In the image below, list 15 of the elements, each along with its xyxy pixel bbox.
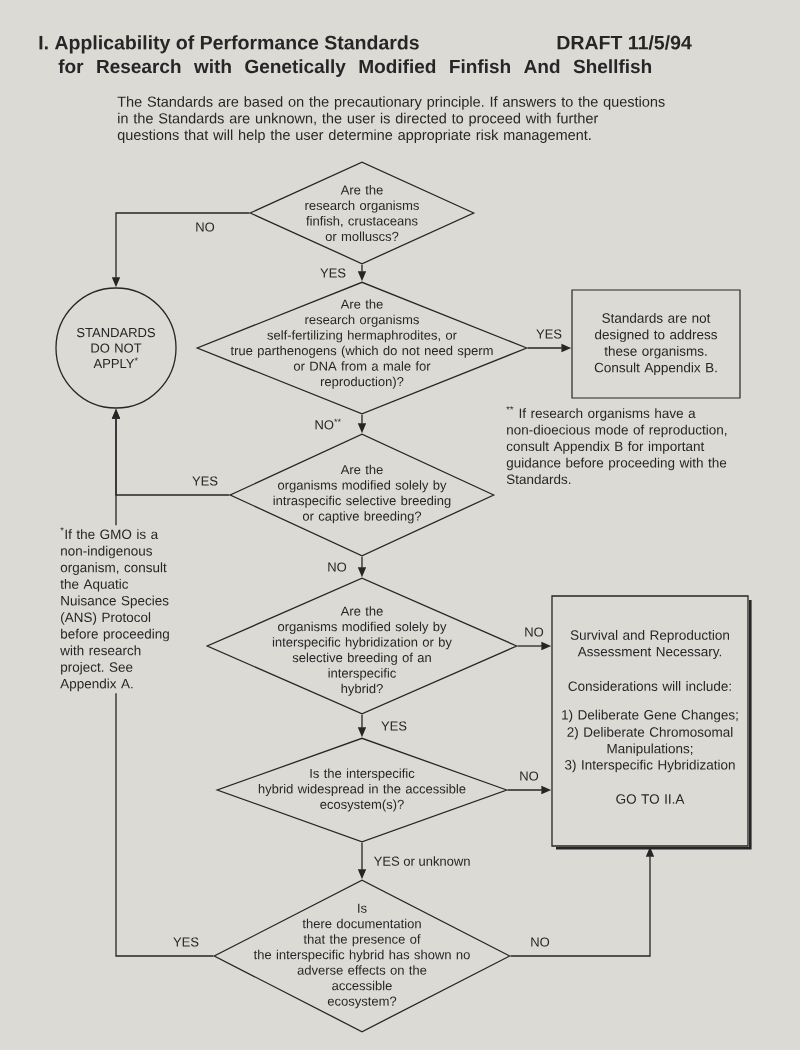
- footnote: $^{**}$ If research organisms have a non-dioecious mode of reproduction, consult Appendix B for important guidance before proceeding with the Standards.: [506, 406, 727, 485]
- list-item: 1) Deliberate Gene Changes;: [562, 709, 738, 723]
- note-box: Standards are not designed to address these organisms. Consult Appendix B.: [571, 289, 741, 399]
- list-item: 2) Deliberate Chromosomal Manipulations;: [567, 726, 733, 757]
- go-to-instruction: GO TO II.A: [616, 794, 685, 804]
- title: I. Applicability of Performance Standards: [39, 35, 419, 54]
- box-text: Considerations will include:: [568, 681, 731, 691]
- intro-text: The Standards are based on the precautionary principle. If answers to the questions in the Standards are unknown, the user is directed to proceed with further questions that will help the user determine appropriate risk management.: [117, 96, 665, 143]
- footnote: $^{*}$If the GMO is a non-indigenous organism, consult the Aquatic Nuisance Species (ANS) Protocol before proceeding with research project. See Appendix A.: [58, 525, 176, 694]
- assessment-box: [551, 595, 752, 850]
- edge-label: NO$^{**}$: [312, 417, 344, 431]
- draft-date: DRAFT 11/5/94: [557, 35, 692, 50]
- box-heading: Survival and Reproduction Assessment Necessary.: [570, 629, 729, 660]
- list-item: 3) Interspecific Hybridization: [565, 759, 735, 773]
- subtitle: for Research with Genetically Modified Finfish And Shellfish: [58, 59, 651, 77]
